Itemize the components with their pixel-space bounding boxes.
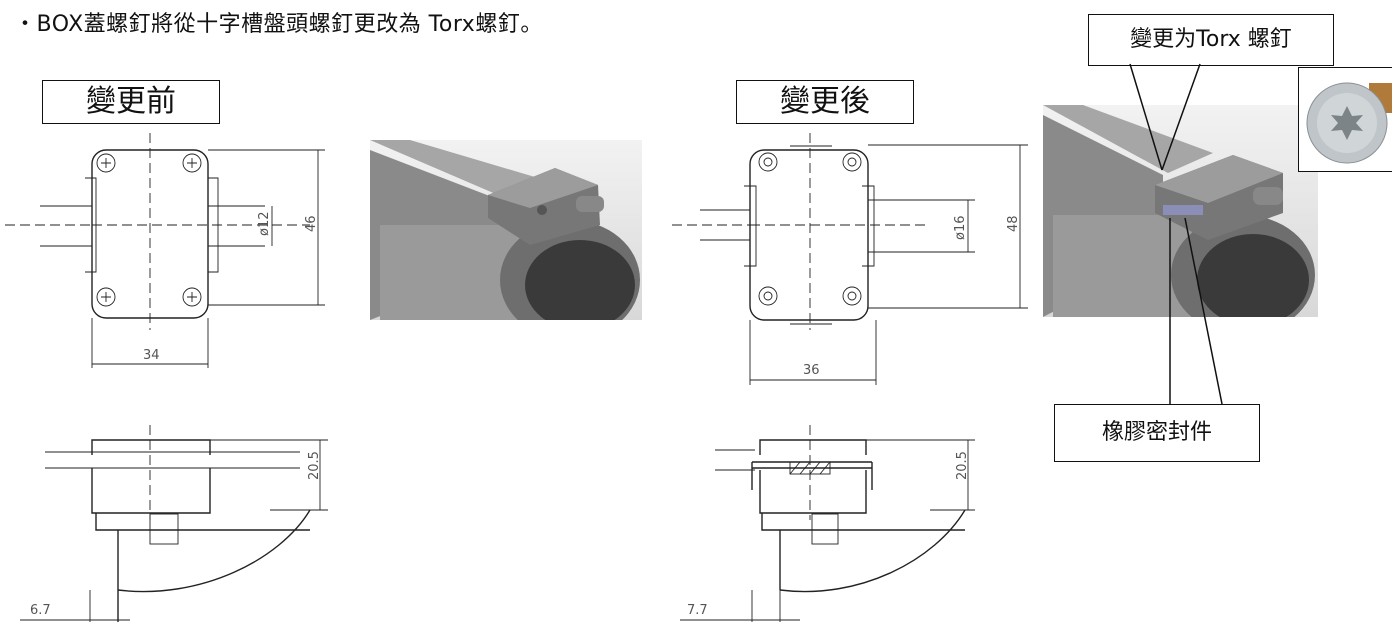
before-diameter-dim: ø12 [257,212,272,237]
after-offset-dim: 7.7 [687,603,708,618]
after-3d-render [1043,105,1318,317]
page-heading: ・BOX蓋螺釘將從十字槽盤頭螺釘更改為 Torx螺釘。 [14,12,543,37]
after-label: 變更後 [736,80,914,124]
after-top-view [672,133,1028,385]
torx-screw-photo [1298,67,1392,172]
before-depth-dim: 20.5 [307,451,322,480]
before-3d-render [370,140,642,320]
before-top-view [5,133,325,368]
phillips-screw-icon [96,153,202,307]
torx-screw-icon [1306,82,1392,164]
callout-pointers [1129,63,1223,405]
before-side-view [20,425,328,622]
seal-callout: 橡膠密封件 [1054,404,1260,462]
before-label: 變更前 [42,80,220,124]
before-height-dim: 46 [304,215,319,232]
after-width-dim: 36 [803,363,820,378]
before-offset-dim: 6.7 [30,603,51,618]
before-width-dim: 34 [143,348,160,363]
after-diameter-dim: ø16 [953,216,968,241]
after-depth-dim: 20.5 [955,451,970,480]
after-height-dim: 48 [1006,215,1021,232]
torx-callout: 變更为Torx 螺釘 [1088,14,1334,66]
after-side-view [680,425,975,622]
torx-screw-icon [758,152,862,306]
